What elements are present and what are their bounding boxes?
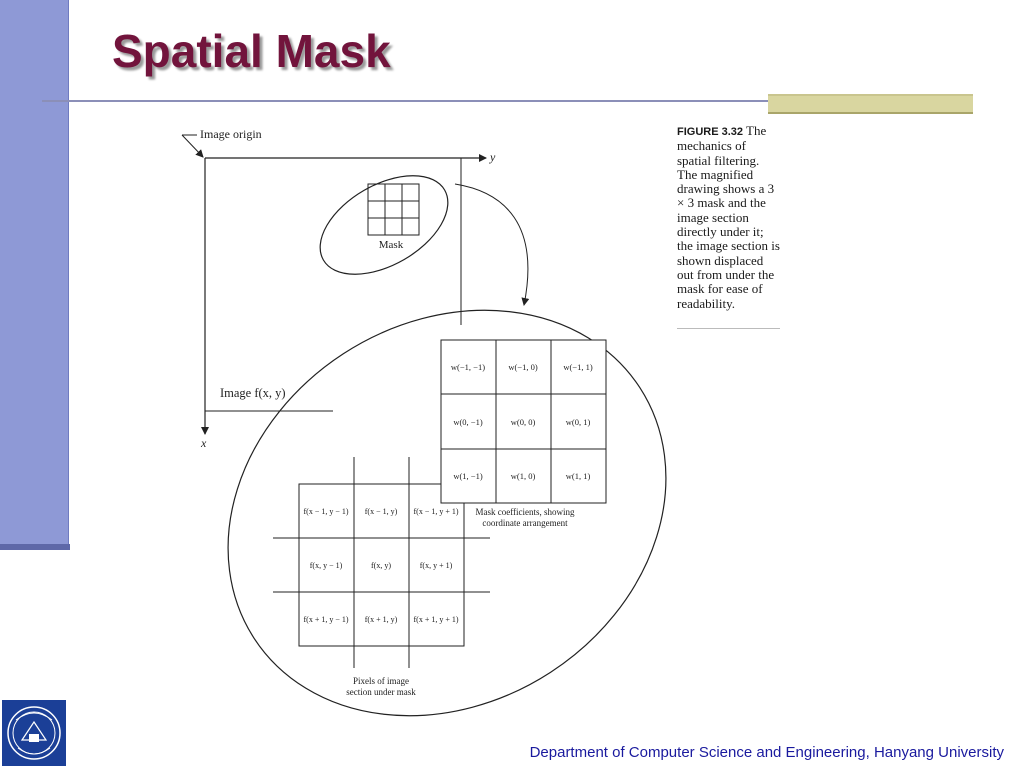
x-axis-label: x (200, 436, 207, 450)
pixels-caption-line2: section under mask (346, 687, 416, 697)
caption-underline (677, 328, 780, 329)
mask-coefficient-grid (440, 339, 607, 504)
pixel-cell: f(x − 1, y) (365, 507, 398, 516)
university-seal-icon (2, 700, 66, 766)
figure-caption-text: The mechanics of spatial filtering. The … (677, 123, 780, 311)
mask-coefficient-cell: w(−1, 0) (508, 362, 538, 372)
pixel-cell: f(x, y + 1) (420, 561, 453, 570)
footer-department: Department of Computer Science and Engin… (529, 744, 1004, 761)
mask-coefficients-caption-line1: Mask coefficients, showing (475, 507, 575, 517)
left-accent-bar (0, 0, 69, 548)
mask-coefficient-cell: w(0, 0) (511, 417, 536, 427)
small-mask-grid (367, 183, 420, 236)
pixel-cell: f(x + 1, y + 1) (413, 615, 458, 624)
mask-coefficient-cell: w(−1, −1) (451, 362, 485, 372)
magnification-arrow (454, 183, 530, 306)
mask-coefficient-cell: w(0, −1) (453, 417, 483, 427)
mask-ellipse (319, 175, 449, 275)
pixel-cell: f(x − 1, y + 1) (413, 507, 458, 516)
mask-coefficients-caption-line2: coordinate arrangement (482, 518, 568, 528)
title-divider (42, 100, 972, 102)
left-accent-bar-shadow (0, 544, 70, 550)
mask-coefficient-cell: w(1, 1) (566, 471, 591, 481)
pixel-cell: f(x + 1, y − 1) (303, 615, 348, 624)
image-origin-arrow (181, 134, 204, 158)
title-divider-accent (768, 94, 973, 114)
pixel-grid (273, 457, 490, 668)
mask-coefficient-labels: w(−1, −1) w(−1, 0) w(−1, 1) w(0, −1) w(0… (451, 362, 593, 481)
figure-caption: FIGURE 3.32 The mechanics of spatial fil… (677, 123, 781, 311)
mask-coefficient-cell: w(0, 1) (566, 417, 591, 427)
pixel-labels: f(x − 1, y − 1) f(x − 1, y) f(x − 1, y +… (303, 507, 458, 624)
mask-label: Mask (379, 239, 404, 251)
y-axis-label: y (489, 150, 496, 164)
pixel-cell: f(x + 1, y) (365, 615, 398, 624)
mask-coefficient-cell: w(−1, 1) (563, 362, 593, 372)
figure-caption-label: FIGURE 3.32 (677, 126, 744, 138)
pixel-cell: f(x, y) (371, 561, 391, 570)
pixel-cell: f(x, y − 1) (310, 561, 343, 570)
mask-coefficient-cell: w(1, −1) (453, 471, 483, 481)
image-label: Image f(x, y) (220, 386, 286, 400)
mask-coefficient-cell: w(1, 0) (511, 471, 536, 481)
pixel-cell: f(x − 1, y − 1) (303, 507, 348, 516)
pixels-caption-line1: Pixels of image (353, 676, 409, 686)
slide-title: Spatial Mask (112, 25, 391, 77)
magnified-ellipse (227, 309, 667, 717)
mask-coefficient-grid-lines (441, 340, 606, 503)
image-origin-label: Image origin (200, 127, 262, 141)
grid-captions: Mask coefficients, showing coordinate ar… (346, 507, 575, 697)
